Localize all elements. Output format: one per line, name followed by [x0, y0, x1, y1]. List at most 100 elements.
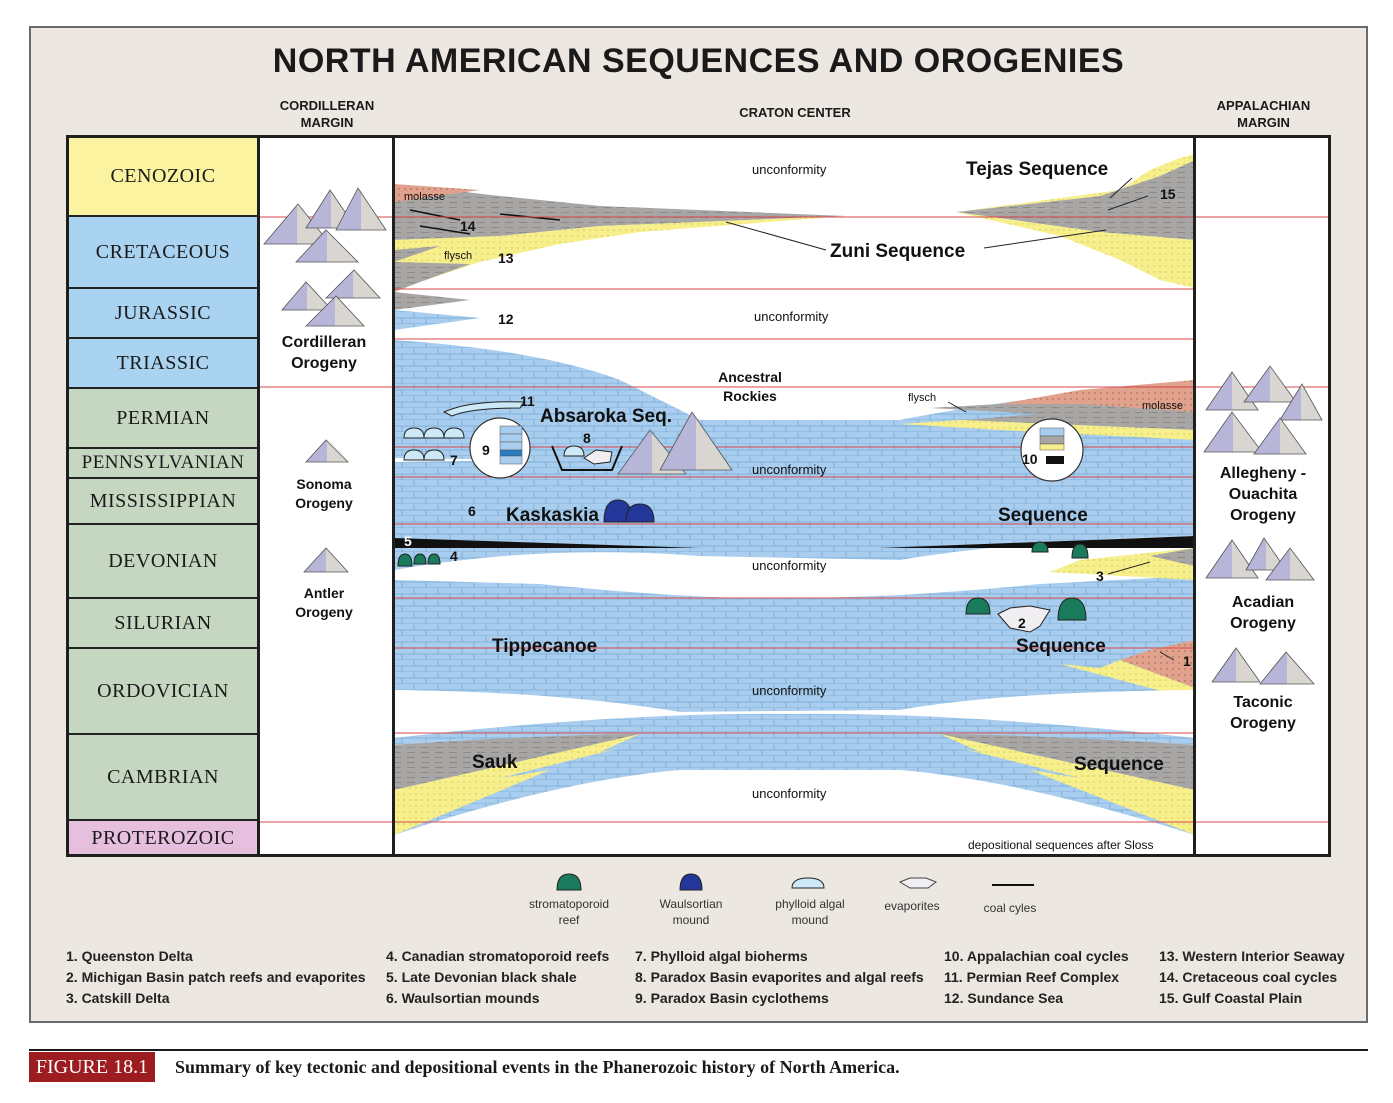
- mountain-icon: [281, 281, 333, 311]
- coal-cycle-layer: [1039, 427, 1065, 437]
- unconformity-label: unconformity: [752, 462, 827, 477]
- stromatoporoid-reef-icon: [427, 553, 441, 565]
- figure-caption: Summary of key tectonic and depositional…: [175, 1057, 900, 1077]
- coal-cycle-layer: [1039, 443, 1065, 451]
- molasse-label: molasse: [1142, 400, 1183, 412]
- evaporites-icon: [898, 877, 938, 889]
- period-silurian: SILURIAN: [68, 599, 258, 649]
- cyclothem-insets: [469, 417, 1084, 482]
- leader-line: [1107, 195, 1149, 211]
- appalachian-margin-header: APPALACHIAN MARGIN: [1216, 98, 1311, 130]
- footnote: 1. Queenston Delta: [66, 948, 193, 964]
- tejas-sequence: [956, 154, 1195, 212]
- period-proterozoic: PROTEROZOIC: [68, 821, 258, 855]
- cyclothem-layer: [499, 425, 523, 435]
- period-label: JURASSIC: [114, 301, 212, 324]
- antler-orogeny-label: Antler Orogeny: [295, 585, 353, 620]
- period-label: ORDOVICIAN: [97, 679, 229, 702]
- sauk-label: Sauk: [472, 752, 518, 773]
- footnote: 10. Appalachian coal cycles: [944, 948, 1129, 964]
- period-jurassic: JURASSIC: [68, 289, 258, 339]
- caption-rule: [29, 1049, 1368, 1051]
- tippecanoe-label: Tippecanoe: [492, 636, 597, 657]
- coal-cycle-layer: [1039, 435, 1065, 445]
- cyclothem-layer: [499, 449, 523, 457]
- unconformity-label: unconformity: [752, 162, 827, 177]
- evaporites-icon: [583, 449, 613, 465]
- mountain-icon: [295, 229, 359, 263]
- leader-line: [725, 221, 827, 251]
- tejas-sequence-label: Tejas Sequence: [966, 159, 1108, 180]
- mountain-icon: [305, 439, 349, 463]
- event-number: 2: [1018, 615, 1026, 631]
- period-label: SILURIAN: [114, 611, 212, 634]
- legend-label: evaporites: [884, 899, 940, 913]
- sauk-sequence-label: Sequence: [1074, 754, 1164, 775]
- mountain-icon: [1279, 383, 1323, 421]
- mountain-icon: [1259, 651, 1315, 685]
- mountain-icon: [1211, 647, 1261, 683]
- craton-center-header: CRATON CENTER: [739, 105, 851, 120]
- event-number: 6: [468, 503, 476, 519]
- period-label: TRIASSIC: [116, 351, 210, 374]
- event-number: 4: [450, 548, 458, 564]
- unconformity-label: unconformity: [754, 309, 829, 324]
- leader-lines: [725, 177, 1175, 661]
- footnote: 15. Gulf Coastal Plain: [1159, 990, 1303, 1006]
- absaroka-sequence-label: Absaroka Seq.: [540, 406, 672, 427]
- cyclothem-layer: [499, 441, 523, 451]
- figure-label: FIGURE 18.1: [29, 1052, 155, 1082]
- cordilleran-margin-header: CORDILLERAN MARGIN: [279, 98, 375, 130]
- phylloid-algal-mound-icon: [423, 449, 445, 461]
- footnote: 9. Paradox Basin cyclothems: [635, 990, 829, 1006]
- period-mississippian: MISSISSIPPIAN: [68, 479, 258, 525]
- mountain-icon: [305, 295, 365, 327]
- mountain-icon: [335, 187, 387, 231]
- flysch-label: flysch: [444, 250, 472, 262]
- footnote-column: 4. Canadian stromatoporoid reefs 5. Late…: [386, 946, 609, 1009]
- legend-label: phylloid algal mound: [775, 897, 845, 927]
- reef-symbols: [397, 401, 1089, 633]
- tippecanoe-sequence: [394, 576, 1195, 712]
- mountain-icon: [1253, 417, 1307, 455]
- coal-line: [409, 209, 461, 221]
- leader-line: [983, 229, 1107, 249]
- footnote: 2. Michigan Basin patch reefs and evapor…: [66, 969, 366, 985]
- stromatoporoid-reef-icon: [1057, 597, 1087, 621]
- event-number: 12: [498, 311, 514, 327]
- stromatoporoid-reef-icon: [1031, 541, 1049, 553]
- footnote-column: 1. Queenston Delta 2. Michigan Basin pat…: [66, 946, 366, 1009]
- event-number: 9: [482, 442, 490, 458]
- phylloid-algal-mound-icon: [563, 445, 585, 457]
- footnote: 7. Phylloid algal bioherms: [635, 948, 808, 964]
- period-cambrian: CAMBRIAN: [68, 735, 258, 821]
- phylloid-algal-mound-icon: [443, 427, 465, 439]
- period-label: PERMIAN: [116, 406, 210, 429]
- unconformity-label: unconformity: [752, 683, 827, 698]
- zuni-sequence: [394, 184, 1195, 330]
- footnote: 12. Sundance Sea: [944, 990, 1064, 1006]
- legend-icons: [556, 873, 1034, 891]
- stromatoporoid-reef-icon: [965, 597, 991, 615]
- allegheny-ouachita-orogeny-label: Allegheny - Ouachita Orogeny: [1219, 465, 1307, 524]
- kaskaskia-sequence-label: Sequence: [998, 505, 1088, 526]
- phylloid-algal-mound-icon: [403, 427, 425, 439]
- footnote-column: 10. Appalachian coal cycles 11. Permian …: [944, 946, 1129, 1009]
- sonoma-orogeny-label: Sonoma Orogeny: [295, 476, 353, 511]
- footnote: 14. Cretaceous coal cycles: [1159, 969, 1338, 985]
- column-divider: [392, 135, 395, 857]
- period-devonian: DEVONIAN: [68, 525, 258, 599]
- ancestral-rockies-label: Ancestral Rockies: [718, 369, 782, 404]
- event-number: 13: [498, 250, 514, 266]
- event-number: 8: [583, 430, 591, 446]
- stromatoporoid-reef-icon: [556, 873, 582, 891]
- period-label: PENNSYLVANIAN: [81, 452, 245, 473]
- leader-line: [1107, 561, 1151, 575]
- event-number: 15: [1160, 186, 1176, 202]
- period-label: PROTEROZOIC: [91, 826, 235, 849]
- period-pennsylvanian: PENNSYLVANIAN: [68, 449, 258, 479]
- coal-cycle-layer: [1046, 456, 1064, 464]
- cyclothem-layer: [499, 455, 523, 465]
- leader-line: [1159, 651, 1175, 661]
